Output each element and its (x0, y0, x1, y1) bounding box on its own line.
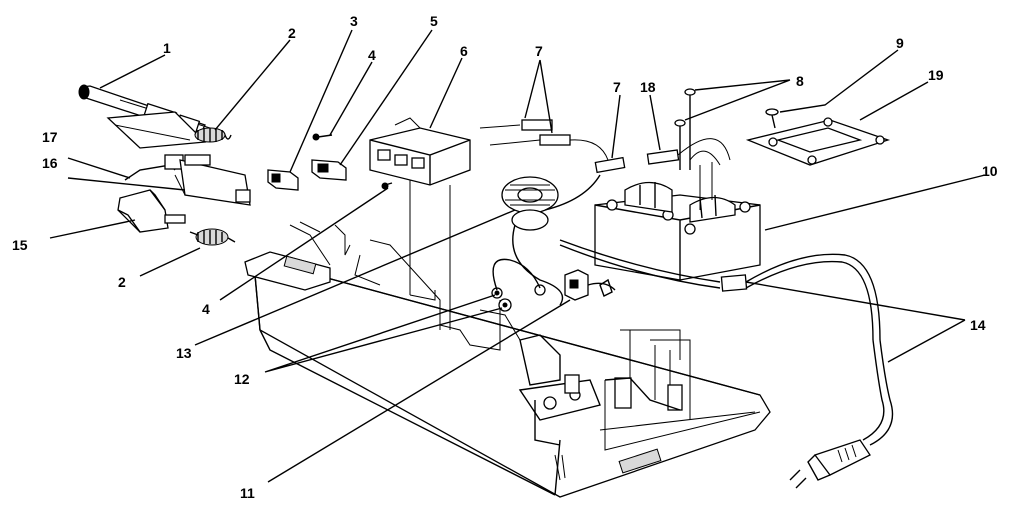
callout-2-upper: 2 (288, 25, 296, 41)
spring-lower (189, 228, 236, 246)
lever-knob (117, 189, 186, 233)
rocker-switch (311, 159, 347, 181)
callout-12: 12 (234, 371, 250, 387)
callout-4-lower: 4 (202, 301, 210, 317)
callout-13: 13 (176, 345, 192, 361)
screws (312, 133, 393, 190)
callout-18: 18 (640, 79, 656, 95)
spring-upper (194, 127, 232, 143)
toroid-coil (501, 174, 601, 306)
clip-and-plate (124, 154, 251, 206)
callout-4-upper: 4 (368, 47, 376, 63)
callout-6: 6 (460, 43, 468, 59)
callout-7-upper: 7 (535, 43, 543, 59)
terminal-block (369, 117, 471, 186)
callout-labels: 1 2 3 4 5 6 7 7 18 8 9 19 10 17 16 15 2 … (12, 13, 998, 501)
callout-11: 11 (240, 485, 255, 501)
callout-1: 1 (163, 40, 171, 56)
power-cord (559, 239, 894, 489)
callout-17: 17 (42, 129, 58, 145)
callout-15: 15 (12, 237, 28, 253)
callout-5: 5 (430, 13, 438, 29)
carriage-slider (244, 221, 351, 291)
transformer (594, 150, 761, 281)
callout-8: 8 (796, 73, 804, 89)
callout-19: 19 (928, 67, 944, 83)
terminal-nuts (491, 258, 546, 312)
wire-guides (354, 170, 521, 351)
mounting-plate (745, 108, 891, 166)
heating-element-rod (78, 84, 211, 149)
callout-14: 14 (970, 317, 986, 333)
callout-16: 16 (42, 155, 58, 171)
connectors (479, 119, 626, 174)
callout-7-middle: 7 (613, 79, 621, 95)
thermostat-bracket (518, 334, 601, 481)
callout-9: 9 (896, 35, 904, 51)
callout-3: 3 (350, 13, 358, 29)
leader-lines (49, 29, 986, 483)
switch-part (267, 169, 299, 191)
callout-2-lower: 2 (118, 274, 126, 290)
base-housing (254, 261, 771, 498)
thermostat (564, 269, 616, 301)
connector-and-screws (646, 88, 731, 170)
callout-10: 10 (982, 163, 998, 179)
